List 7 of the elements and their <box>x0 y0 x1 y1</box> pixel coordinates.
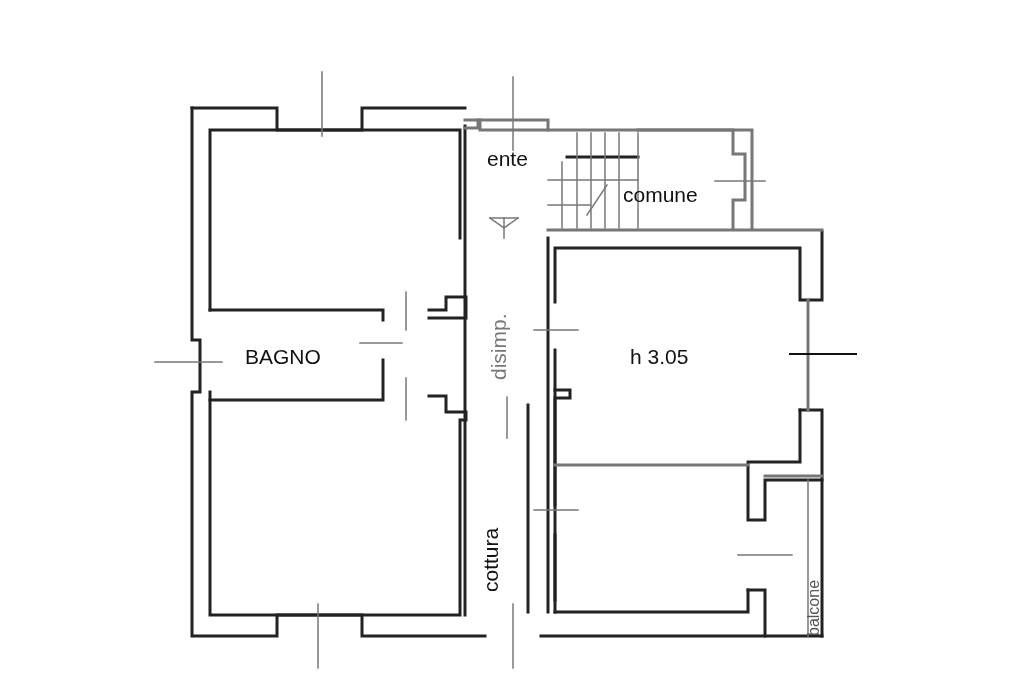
room-label: ente <box>487 148 528 169</box>
room-label: disimp. <box>488 313 509 380</box>
ceiling-height-label: h 3.05 <box>630 346 689 367</box>
room-label: comune <box>623 184 698 205</box>
room-label: BAGNO <box>245 346 321 367</box>
room-label: balcone <box>806 579 822 636</box>
room-label: cottura <box>480 527 501 592</box>
